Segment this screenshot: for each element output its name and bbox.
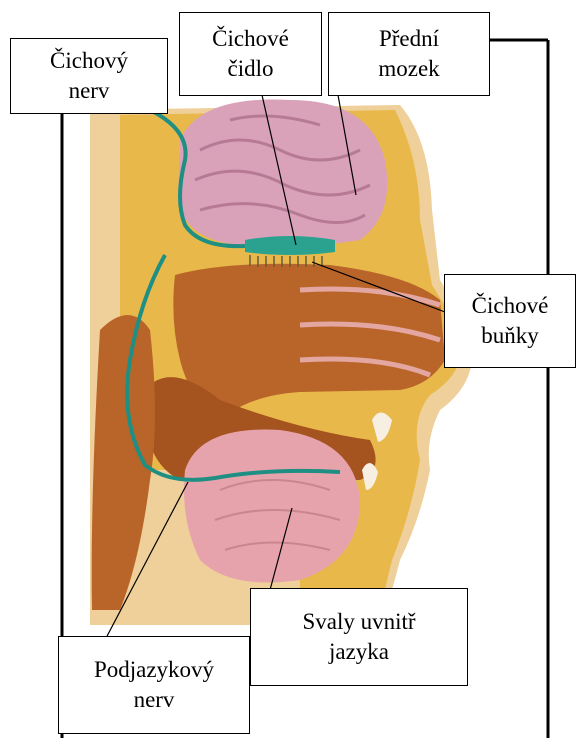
- label-olfactory-nerve-line-2: nerv: [69, 76, 110, 106]
- label-forebrain-line-2: mozek: [378, 54, 439, 84]
- label-hypoglossal-nerve: Podjazykový nerv: [58, 636, 250, 734]
- label-forebrain-line-1: Přední: [379, 24, 439, 54]
- label-olfactory-nerve: Čichový nerv: [10, 38, 168, 114]
- label-olfactory-cells: Čichové buňky: [444, 274, 576, 368]
- label-tongue-muscles-line-2: jazyka: [329, 637, 389, 667]
- forebrain-shape: [178, 100, 387, 247]
- label-olfactory-cells-line-1: Čichové: [472, 291, 549, 321]
- label-olfactory-sensor-line-2: čidlo: [228, 54, 274, 84]
- label-olfactory-sensor-line-1: Čichové: [212, 24, 289, 54]
- olfactory-sensor-shape: [245, 236, 335, 255]
- label-hypoglossal-nerve-line-2: nerv: [134, 685, 175, 715]
- label-forebrain: Přední mozek: [328, 12, 490, 96]
- label-hypoglossal-nerve-line-1: Podjazykový: [94, 655, 214, 685]
- label-olfactory-nerve-line-1: Čichový: [50, 46, 128, 76]
- label-tongue-muscles-line-1: Svaly uvnitř: [302, 607, 415, 637]
- tongue-shape: [184, 430, 360, 583]
- label-olfactory-cells-line-2: buňky: [481, 321, 539, 351]
- label-olfactory-sensor: Čichové čidlo: [179, 12, 322, 96]
- label-tongue-muscles: Svaly uvnitř jazyka: [250, 588, 468, 686]
